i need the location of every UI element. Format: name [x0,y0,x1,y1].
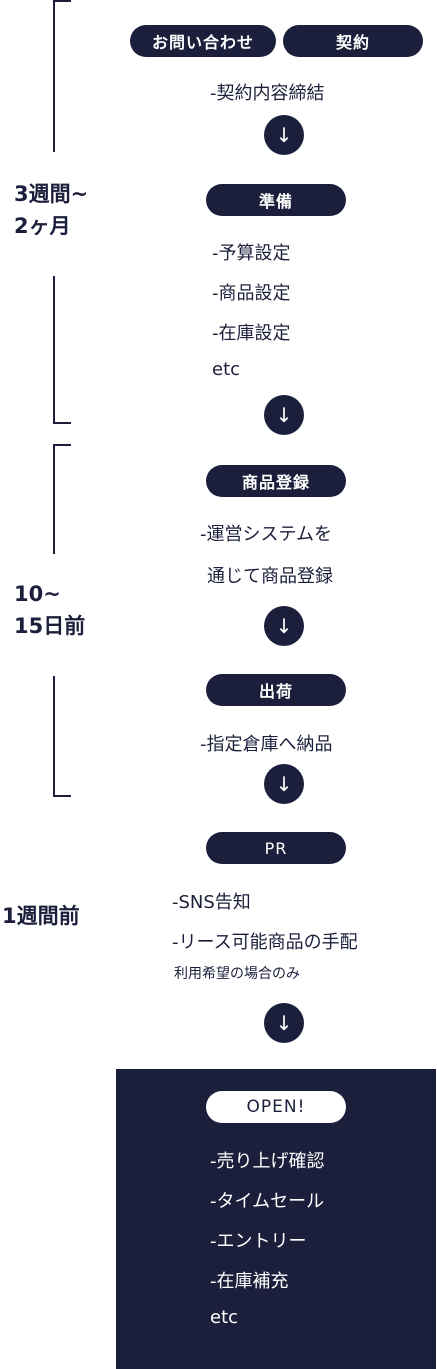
pr-pill: PR [206,832,346,864]
timeline-label-weeks-line1: 3週間~ [14,182,89,206]
pr-note: 利用希望の場合のみ [174,966,300,982]
inquiry-pill: お問い合わせ [130,25,276,57]
prep-item-etc: etc [212,359,241,380]
timeline-line-3 [53,444,55,554]
timeline-label-weeks: 3週間~ 2ヶ月 [14,178,88,242]
prep-item-product: -商品設定 [212,283,291,304]
timeline-tick-3 [53,444,71,446]
open-item-restock: -在庫補充 [210,1271,289,1292]
timeline-line-2 [53,276,55,424]
timeline-tick-1 [53,0,71,2]
prep-item-budget: -予算設定 [212,243,291,264]
open-item-entry: -エントリー [210,1231,307,1252]
contract-item: -契約内容締結 [210,83,325,104]
prep-item-stock: -在庫設定 [212,323,291,344]
pr-item-sns: -SNS告知 [172,892,251,913]
ship-item: -指定倉庫へ納品 [200,734,333,755]
timeline-label-days-line1: 10~ [14,582,61,606]
contract-pill: 契約 [283,25,423,57]
timeline-label-week-before: 1週間前 [2,904,80,928]
open-item-etc: etc [210,1307,239,1328]
arrow-down-icon: ↓ [264,606,304,646]
arrow-down-icon: ↓ [264,115,304,155]
register-item-line1: -運営システムを [200,524,332,545]
arrow-down-icon: ↓ [264,1003,304,1043]
timeline-line-4 [53,676,55,797]
open-panel: OPEN! -売り上げ確認 -タイムセール -エントリー -在庫補充 etc [116,1069,436,1369]
register-pill: 商品登録 [206,465,346,497]
prep-pill: 準備 [206,184,346,216]
open-item-timesale: -タイムセール [210,1191,325,1212]
arrow-down-icon: ↓ [264,764,304,804]
ship-pill: 出荷 [206,674,346,706]
pr-item-lease: -リース可能商品の手配 [172,932,358,953]
timeline-tick-2 [53,422,71,424]
open-pill: OPEN! [206,1091,346,1123]
register-item-line2: 通じて商品登録 [207,566,333,587]
timeline-line-1 [53,0,55,152]
timeline-label-weeks-line2: 2ヶ月 [14,214,71,238]
open-item-sales: -売り上げ確認 [210,1151,325,1172]
timeline-label-days-line2: 15日前 [14,614,86,638]
timeline-tick-4 [53,795,71,797]
arrow-down-icon: ↓ [264,395,304,435]
timeline-label-days: 10~ 15日前 [14,578,85,642]
